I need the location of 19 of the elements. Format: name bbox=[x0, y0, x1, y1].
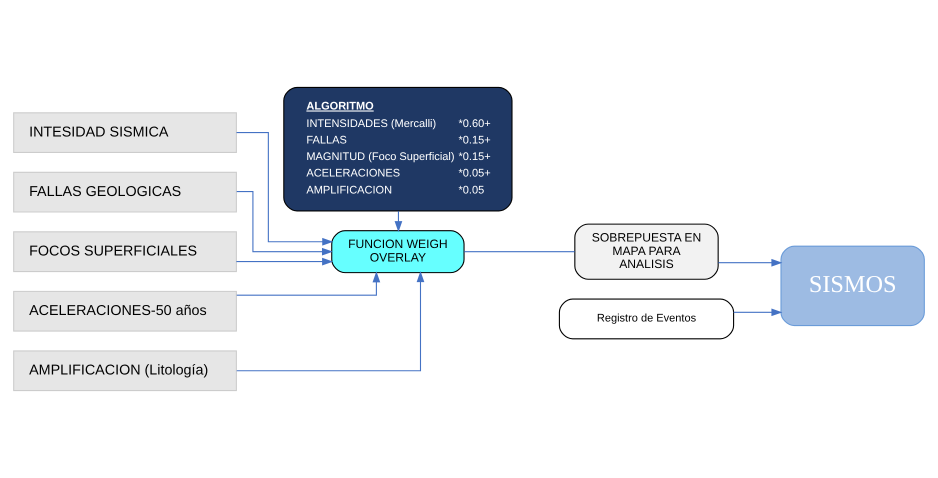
node-box: SOBREPUESTA EN MAPA PARA ANALISIS bbox=[574, 224, 719, 280]
node-box: FUNCION WEIGH OVERLAY bbox=[331, 230, 465, 274]
arrow bbox=[394, 211, 402, 232]
node-box: AMPLIFICACION (Litología) bbox=[13, 350, 237, 392]
arrow bbox=[734, 308, 782, 316]
arrow bbox=[236, 191, 333, 256]
node-box: SISMOS bbox=[780, 246, 925, 326]
node-box: Registro de Eventos bbox=[558, 298, 734, 340]
node-box: INTESIDAD SISMICA bbox=[13, 112, 237, 153]
node-box: FALLAS GEOLOGICAS bbox=[13, 172, 237, 213]
node-box: ALGORITMO INTENSIDADES (Mercalli) *0.60+ FALLAS *0.15+ MAGNITUD (Foco Superficial) *0.15+ ACELERACIONES *0.05+ AMPLIFICACION *0.05 bbox=[283, 86, 513, 212]
node-box: ACELERACIONES-50 años bbox=[13, 290, 237, 332]
arrow bbox=[718, 258, 782, 267]
arrow bbox=[236, 271, 424, 372]
arrow bbox=[236, 132, 334, 246]
connector bbox=[464, 251, 575, 252]
arrow bbox=[236, 258, 334, 266]
arrow bbox=[236, 271, 380, 296]
node-box: FOCOS SUPERFICIALES bbox=[13, 231, 237, 272]
